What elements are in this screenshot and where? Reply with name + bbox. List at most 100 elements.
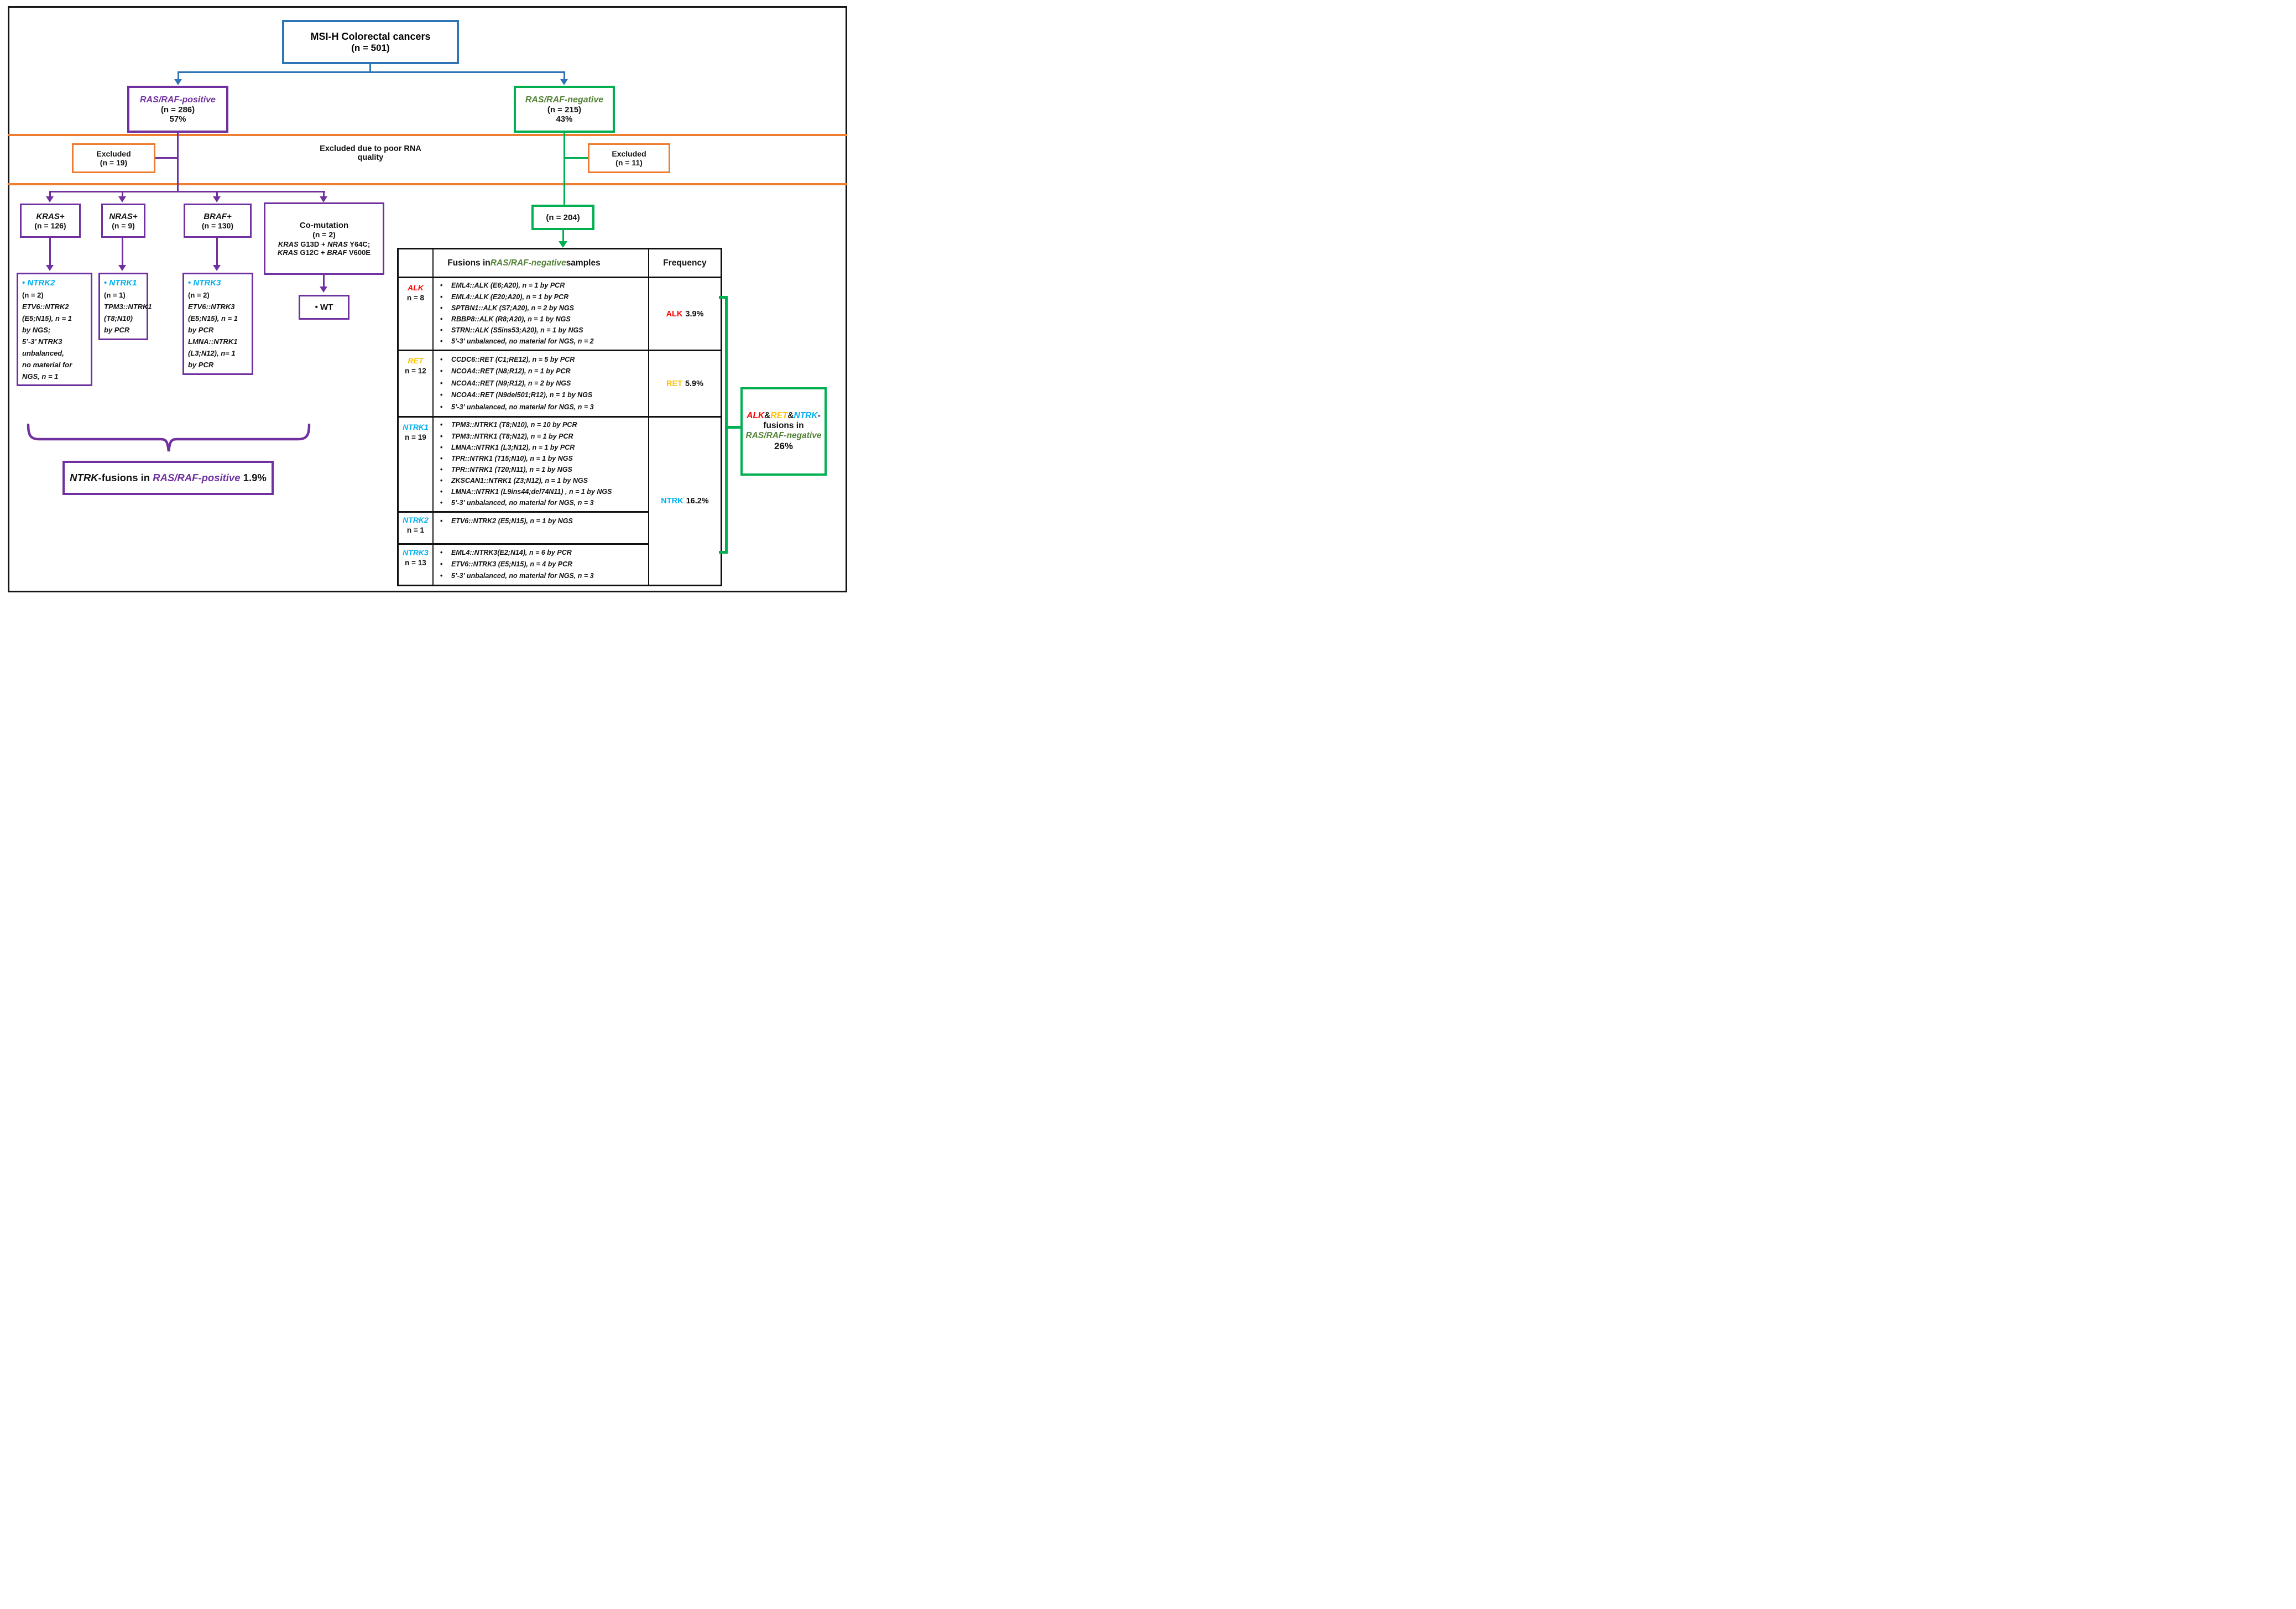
fusion-item: LMNA::NTRK1 (L9ins44;del74N11) , n = 1 b… (434, 488, 646, 497)
fusion-item: RBBP8::ALK (R8;A20), n = 1 by NGS (434, 315, 646, 324)
alk-fusion-list: EML4::ALK (E6;A20), n = 1 by PCR EML4::A… (434, 278, 648, 350)
detail-line: (n = 2) (22, 291, 44, 299)
gene-name: NRAS (327, 240, 348, 248)
mutation-text: G13D + (298, 240, 328, 248)
gene-n: n = 13 (405, 559, 426, 567)
freq-value: 5.9% (685, 379, 704, 388)
detail-line: TPM3::NTRK1 (104, 303, 152, 311)
detail-line: (L3;N12), n= 1 (188, 349, 236, 357)
detail-line: (T8;N10) (104, 314, 133, 322)
connector-line (49, 238, 51, 265)
fusion-item: EML4::ALK (E6;A20), n = 1 by PCR (434, 282, 646, 290)
detail-line: no material for (22, 361, 72, 369)
excluded-right-title: Excluded (612, 149, 646, 158)
connector-line (122, 192, 123, 197)
orange-divider-top (8, 134, 847, 136)
arrow-down-icon (46, 196, 54, 202)
ret-fusion-list: CCDC6::RET (C1;RE12), n = 5 by PCR NCOA4… (434, 351, 648, 416)
gene-n: n = 12 (405, 367, 426, 375)
detail-line: by PCR (104, 326, 130, 334)
detail-line: by NGS; (22, 326, 51, 334)
table-divider (399, 416, 721, 418)
connector-line (178, 71, 565, 73)
ntrk-frequency-cell: NTRK 16.2% (649, 418, 721, 585)
excluded-left-title: Excluded (96, 149, 131, 158)
arrow-down-icon (118, 265, 126, 271)
header-text: samples (566, 258, 601, 268)
comutation-box: Co-mutation (n = 2) KRAS G13D + NRAS Y64… (264, 202, 384, 275)
fusion-item: LMNA::NTRK1 (L3;N12), n = 1 by PCR (434, 444, 646, 452)
connector-line (323, 192, 325, 197)
header-text: Fusions in (447, 258, 490, 268)
gene-label: NTRK2 (403, 515, 429, 524)
connector-line (216, 238, 218, 265)
ntrk1-header: NTRK1 (104, 277, 144, 289)
fusion-item: SPTBN1::ALK (S7;A20), n = 2 by NGS (434, 304, 646, 313)
fusion-item: TPM3::NTRK1 (T8;N10), n = 10 by PCR (434, 421, 646, 430)
ras-raf-positive-box: RAS/RAF-positive (n = 286) 57% (127, 86, 228, 133)
ntrk3-gene-cell: NTRK3 n = 13 (399, 545, 432, 585)
connector-line (563, 133, 565, 205)
figure-canvas: MSI-H Colorectal cancers (n = 501) RAS/R… (0, 0, 854, 598)
connector-line (563, 73, 565, 80)
fusion-item: NCOA4::RET (N9del501;R12), n = 1 by NGS (434, 391, 646, 400)
header-text: Frequency (663, 258, 707, 268)
summary-line3: RAS/RAF-negative (745, 431, 822, 440)
kras-title: KRAS+ (36, 211, 65, 221)
comutation-detail-1: KRAS G13D + NRAS Y64C; (278, 240, 370, 248)
ampersand: & (787, 411, 794, 420)
gene-n: n = 19 (405, 433, 426, 441)
fusion-item: ETV6::NTRK3 (E5;N15), n = 4 by PCR (434, 560, 646, 569)
brace-icon (27, 423, 311, 452)
detail-line: 5’-3’ NTRK3 (22, 337, 62, 346)
alk-gene-cell: ALK n = 8 (399, 278, 432, 350)
summary-group: RAS/RAF-positive (153, 472, 241, 483)
fusion-item: EML4::NTRK3(E2;N14), n = 6 by PCR (434, 549, 646, 558)
summary-gene: NTRK (70, 472, 98, 483)
summary-line2: fusions in (763, 421, 804, 430)
braf-n: (n = 130) (201, 221, 234, 230)
detail-line: (E5;N15), n = 1 (188, 314, 238, 322)
fusion-item: EML4::ALK (E20;A20), n = 1 by PCR (434, 293, 646, 302)
nras-box: NRAS+ (n = 9) (101, 204, 145, 238)
ampersand: & (764, 411, 771, 420)
excluded-note: Excluded due to poor RNA quality (288, 144, 453, 162)
wt-box: WT (299, 295, 349, 320)
detail-line: NGS, n = 1 (22, 372, 59, 381)
msi-h-total-box: MSI-H Colorectal cancers (n = 501) (282, 20, 459, 64)
gene-label: RET (408, 356, 424, 365)
summary-gene-line: ALK&RET&NTRK- (747, 411, 821, 421)
gene-n: n = 1 (406, 526, 425, 534)
ras-raf-negative-pct: 43% (556, 114, 573, 124)
detail-line: by PCR (188, 361, 214, 369)
mutation-text: V600E (347, 248, 371, 257)
fusion-item: CCDC6::RET (C1;RE12), n = 5 by PCR (434, 356, 646, 365)
freq-gene: NTRK (661, 497, 683, 506)
figure-border (8, 6, 847, 592)
connector-line (177, 133, 179, 191)
msi-h-n: (n = 501) (351, 42, 390, 53)
connector-line (49, 191, 325, 192)
comutation-detail-2: KRAS G12C + BRAF V600E (278, 248, 371, 257)
fusion-item: ZKSCAN1::NTRK1 (Z3;N12), n = 1 by NGS (434, 477, 646, 486)
detail-line: unbalanced, (22, 349, 64, 357)
excluded-note-line2: quality (357, 153, 384, 162)
excluded-note-line1: Excluded due to poor RNA (320, 144, 421, 153)
fusion-item: TPR::NTRK1 (T20;N11), n = 1 by NGS (434, 466, 646, 475)
ras-raf-negative-box: RAS/RAF-negative (n = 215) 43% (514, 86, 615, 133)
summary-text: -fusions in (98, 472, 153, 483)
comutation-title: Co-mutation (299, 221, 349, 230)
fusion-item: TPR::NTRK1 (T15;N10), n = 1 by NGS (434, 455, 646, 464)
ntrk-positive-summary-box: NTRK-fusions in RAS/RAF-positive 1.9% (62, 461, 274, 495)
fusion-item: NCOA4::RET (N8;R12), n = 1 by PCR (434, 367, 646, 376)
gene-label: NTRK3 (403, 548, 429, 557)
fusion-item: 5’-3’ unbalanced, no material for NGS, n… (434, 572, 646, 581)
excluded-left-n: (n = 19) (100, 158, 128, 167)
gene-label: NTRK1 (403, 423, 429, 431)
table-divider (399, 350, 721, 351)
connector-line (369, 64, 371, 71)
table-divider (399, 277, 721, 278)
gene-name: KRAS (278, 248, 298, 257)
arrow-down-icon (320, 287, 327, 293)
excluded-left-box: Excluded (n = 19) (72, 143, 155, 173)
